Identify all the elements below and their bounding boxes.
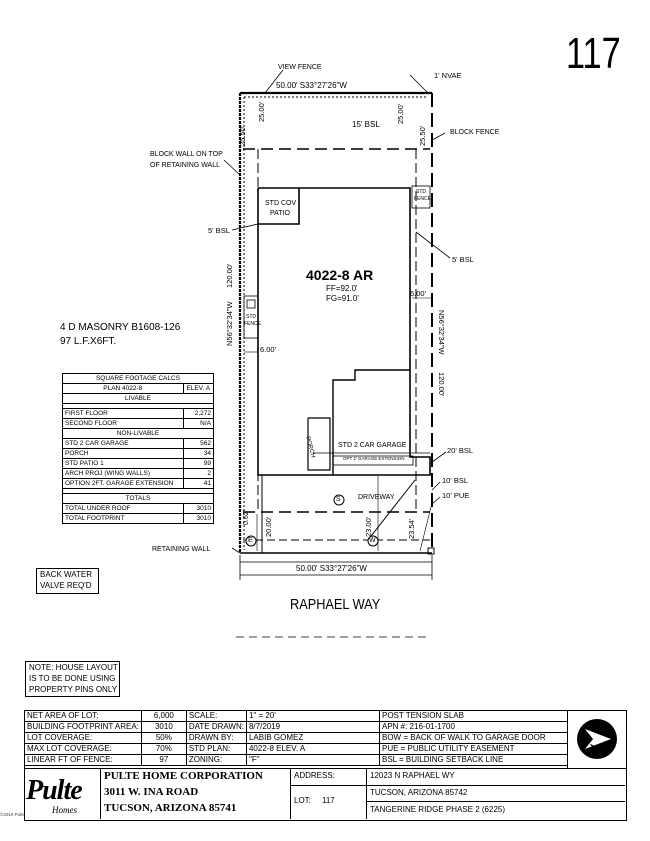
nvae-label: 1' NVAE [434,71,462,80]
finished-floor: FF=92.0' [326,284,358,293]
right-bearing-label: N56°32'34"W [437,310,446,355]
water-marker-label: W [369,537,376,544]
dim-2000: 20.00' [264,516,273,537]
north-arrow-icon [577,719,617,759]
back-water-line-1: BACK WATER [40,570,93,579]
note-line-2: IS TO BE DONE USING [29,674,116,683]
masonry-line-2: 97 L.F.X6FT. [60,336,117,347]
dim-2300: 23.00' [364,516,373,537]
subdivision-name: TANGERINE RIDGE PHASE 2 (6225) [370,805,505,814]
dim-25-left: 25.00' [257,101,266,122]
copyright-text: ©2019 Pulte [0,812,25,817]
std-fence-right-2: FENCE [414,196,431,202]
back-water-note: BACK WATER VALVE REQ'D [36,568,99,594]
block-fence-label: BLOCK FENCE [450,129,500,136]
table-row: ARCH PROJ (WING WALLS)2 [62,468,215,479]
address-label: ADDRESS: [294,771,335,780]
house-outline [257,187,431,476]
table-row: LOT COVERAGE: 50% DRAWN BY: LABIB GOMEZ … [24,732,569,744]
dim-25-right: 25.00' [396,103,405,124]
back-water-line-2: VALVE REQ'D [40,581,92,590]
sheet-number: 117 [566,29,621,78]
std-fence-left-2: FENCE [244,321,261,327]
sf-non-livable-header: NON-LIVABLE [62,428,214,439]
lot-value: 117 [322,796,335,805]
finished-grade: FG=91.0' [326,294,359,303]
pulte-logo-sub: Homes [52,805,77,815]
bsl-10-label: 10' BSL [442,476,469,485]
driveway-label: DRIVEWAY [358,494,395,501]
std-fence-right-1: STD [416,189,426,195]
pulte-logo: Pulte [26,775,83,806]
left-bearing-label: N56°32'34"W [225,301,234,346]
retaining-wall-label: RETAINING WALL [152,546,211,553]
dim-600-left: 6.00' [260,345,277,354]
note-line-1: NOTE: HOUSE LAYOUT [29,663,118,672]
table-row: MAX LOT COVERAGE: 70% STD PLAN: 4022-8 E… [24,743,569,755]
block-wall-label-1: BLOCK WALL ON TOP [150,151,223,158]
dim-2354: 23.54' [407,518,416,539]
company-address-2: TUCSON, ARIZONA 85741 [104,802,237,814]
dim-062: 0.62' [243,510,250,525]
sf-totals-header: TOTALS [62,493,214,504]
sf-title: SQUARE FOOTAGE CALCS [62,373,214,384]
table-row: BUILDING FOOTPRINT AREA: 3010 DATE DRAWN… [24,721,569,733]
right-length-label: 120.00' [437,372,446,397]
std-fence-left-1: STD [246,314,256,320]
garage-label: STD 2 CAR GARAGE [338,442,407,449]
house-layout-note: NOTE: HOUSE LAYOUT IS TO BE DONE USING P… [25,661,120,697]
top-bearing-label: 50.00' S33°27'26"W [276,81,347,90]
pue-10-label: 10' PUE [442,491,470,500]
bottom-bearing-label: 50.00' S33°27'26"W [296,564,367,573]
std-cov-patio-1: STD COV [265,200,297,207]
electric-marker [245,535,257,547]
water-marker [367,535,379,547]
lot-label: LOT: [294,796,311,805]
dim-2550-right: 25.50' [418,125,427,146]
note-line-3: PROPERTY PINS ONLY [29,685,118,694]
left-length-label: 120.00' [225,263,234,288]
garage-extension-label: OPT 2' GARAGE EXTENSION [343,456,405,461]
view-fence-label: VIEW FENCE [278,64,322,71]
dim-600-right: 6.00' [410,289,427,298]
company-name: PULTE HOME CORPORATION [104,770,263,782]
address-line-2: TUCSON, ARIZONA 85742 [370,788,468,797]
std-cov-patio-2: PATIO [270,210,290,217]
right-bsl-label: 5' BSL [452,255,474,264]
dim-2550-left: 25.50' [238,125,247,146]
table-row: LINEAR FT OF FENCE: 97 ZONING: "F" BSL =… [24,754,569,766]
sf-elev: ELEV. A [182,383,215,394]
block-wall-label-2: OF RETAINING WALL [150,162,221,169]
street-name: RAPHAEL WAY [290,596,381,613]
company-address-1: 3011 W. INA ROAD [104,786,199,798]
sewer-marker-label: S [336,496,341,503]
front-bsl-label: 20' BSL [447,446,474,455]
rear-bsl-label: 15' BSL [352,120,380,129]
masonry-line-1: 4 D MASONRY B1608-126 [60,322,181,333]
left-bsl-label: 5' BSL [208,226,230,235]
address-line-1: 12023 N RAPHAEL WY [370,771,455,780]
lot-info-table: NET AREA OF LOT: 6,000 SCALE: 1" = 20' P… [24,710,569,766]
sewer-marker [333,494,345,506]
house-plan-label: 4022-8 AR [306,267,374,283]
sf-plan: PLAN 4022-8 [62,383,184,394]
table-row: NET AREA OF LOT: 6,000 SCALE: 1" = 20' P… [24,710,569,722]
electric-marker-label: E [248,537,253,544]
sf-livable-header: LIVABLE [62,393,214,404]
